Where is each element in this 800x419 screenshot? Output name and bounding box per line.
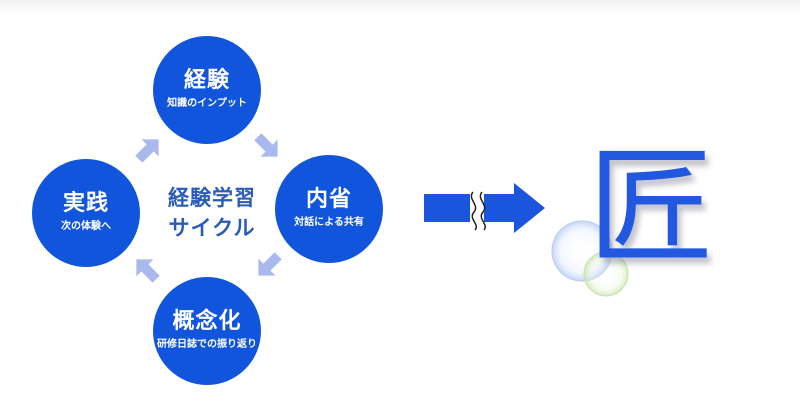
cycle-center-label: 経験学習 サイクル <box>147 183 277 243</box>
node-reflection-subtitle: 対話による共有 <box>294 217 364 228</box>
node-experience: 経験 知識のインプット <box>153 36 261 144</box>
node-conceptualization-title: 概念化 <box>172 309 242 334</box>
node-experience-title: 経験 <box>183 68 230 93</box>
node-practice: 実践 次の体験へ <box>32 159 140 267</box>
node-practice-subtitle: 次の体験へ <box>61 221 111 232</box>
cycle-arrow-bottom-to-left <box>136 259 160 283</box>
result-kanji: 匠 <box>588 134 714 281</box>
cycle-arrow-top-to-right <box>254 133 278 157</box>
node-conceptualization-subtitle: 研修日誌での振り返り <box>157 339 257 350</box>
node-experience-subtitle: 知識のインプット <box>167 98 247 109</box>
result-arrow <box>424 183 545 233</box>
node-practice-title: 実践 <box>62 191 109 216</box>
bubble-green <box>583 251 629 297</box>
cycle-center-line-1: 経験学習 <box>168 186 256 210</box>
node-reflection-title: 内省 <box>305 187 352 212</box>
cycle-arrow-right-to-bottom <box>258 252 282 276</box>
node-reflection: 内省 対話による共有 <box>275 155 383 263</box>
cycle-arrow-left-to-top <box>135 139 159 163</box>
node-conceptualization: 概念化 研修日誌での振り返り <box>153 277 261 385</box>
cycle-center-line-2: サイクル <box>168 216 256 240</box>
